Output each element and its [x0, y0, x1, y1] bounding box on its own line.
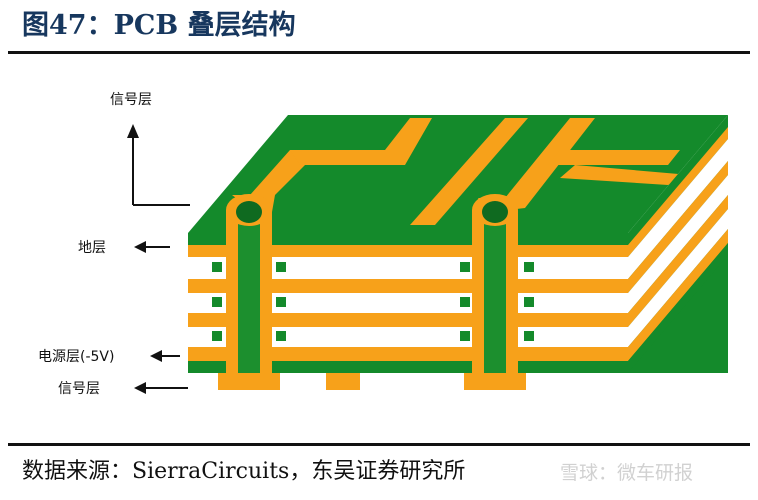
- via-right: [464, 194, 526, 390]
- label-signal-layer-top: 信号层: [110, 92, 152, 108]
- watermark: 雪球：微车研报: [560, 462, 694, 484]
- figure-title: 图47：PCB 叠层结构: [22, 10, 296, 41]
- label-ground-layer: 地层: [78, 240, 106, 256]
- arrow-heads: [127, 124, 162, 394]
- label-signal-layer-bottom: 信号层: [58, 381, 100, 397]
- label-power-layer: 电源层(-5V): [38, 349, 114, 365]
- pcb-stackup-diagram: 信号层 地层 电源层(-5V) 信号层: [38, 92, 728, 397]
- bottom-rule: [8, 443, 750, 446]
- source-note: 数据来源：SierraCircuits，东吴证券研究所: [22, 459, 466, 484]
- annotation-arrows: [132, 130, 190, 389]
- inner-pads: [212, 262, 534, 341]
- side-layers: [628, 115, 728, 373]
- top-rule: [8, 51, 750, 54]
- bottom-pad: [326, 373, 360, 390]
- via-left: [218, 194, 280, 390]
